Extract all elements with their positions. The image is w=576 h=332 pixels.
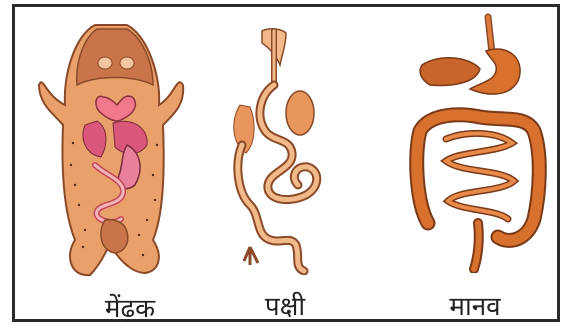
- bird-digestive-illustration: [220, 25, 340, 275]
- human-caption: मानव: [425, 287, 525, 323]
- figure-frame: मेंढ़क पक्षी मानव: [12, 4, 560, 322]
- human-digestive-illustration: [400, 13, 550, 273]
- frog-caption: मेंढ़क: [75, 289, 185, 325]
- bird-caption: पक्षी: [240, 287, 330, 323]
- frog-digestive-illustration: [35, 15, 185, 285]
